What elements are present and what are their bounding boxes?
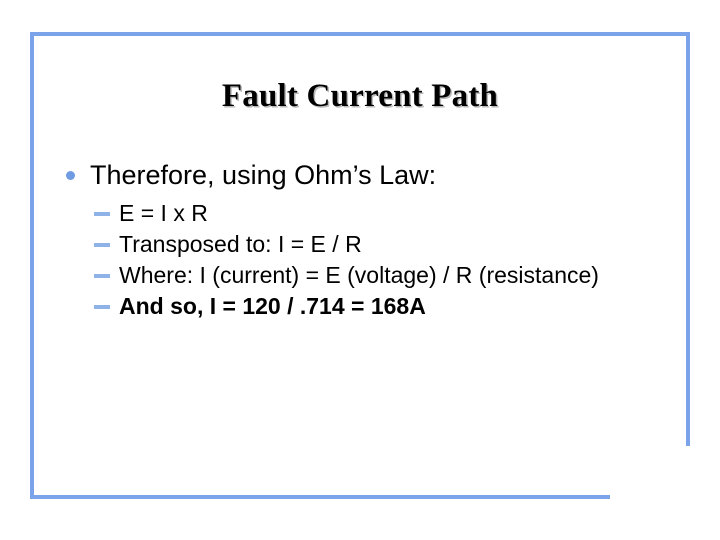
sub-bullet-item-where: Where: I (current) = E (voltage) / R (re…: [94, 260, 658, 290]
dash-bullet-icon: [94, 243, 110, 247]
frame-border-right: [686, 32, 690, 446]
bullet-item-level1: Therefore, using Ohm’s Law:: [58, 158, 658, 192]
sub-bullet-item-equation-label: E = I x R: [119, 200, 208, 226]
bullet-item-level1-label: Therefore, using Ohm’s Law:: [90, 160, 437, 190]
sub-bullet-item-result: And so, I = 120 / .714 = 168A: [94, 291, 658, 321]
frame-border-left: [30, 32, 34, 499]
slide-title: Fault Current Path: [221, 78, 499, 114]
sub-bullet-item-where-label: Where: I (current) = E (voltage) / R (re…: [119, 262, 599, 288]
sub-bullet-list: E = I x R Transposed to: I = E / R Where…: [58, 198, 658, 321]
slide-body: Therefore, using Ohm’s Law: E = I x R Tr…: [58, 158, 658, 322]
sub-bullet-item-transposed: Transposed to: I = E / R: [94, 229, 658, 259]
dash-bullet-icon: [94, 212, 110, 216]
sub-bullet-item-transposed-label: Transposed to: I = E / R: [119, 231, 362, 257]
frame-border-bottom: [30, 495, 610, 499]
dash-bullet-icon: [94, 305, 110, 309]
dot-bullet-icon: [66, 171, 75, 180]
dash-bullet-icon: [94, 274, 110, 278]
sub-bullet-item-equation: E = I x R: [94, 198, 658, 228]
frame-border-top: [30, 32, 690, 36]
sub-bullet-item-result-label: And so, I = 120 / .714 = 168A: [119, 293, 426, 319]
